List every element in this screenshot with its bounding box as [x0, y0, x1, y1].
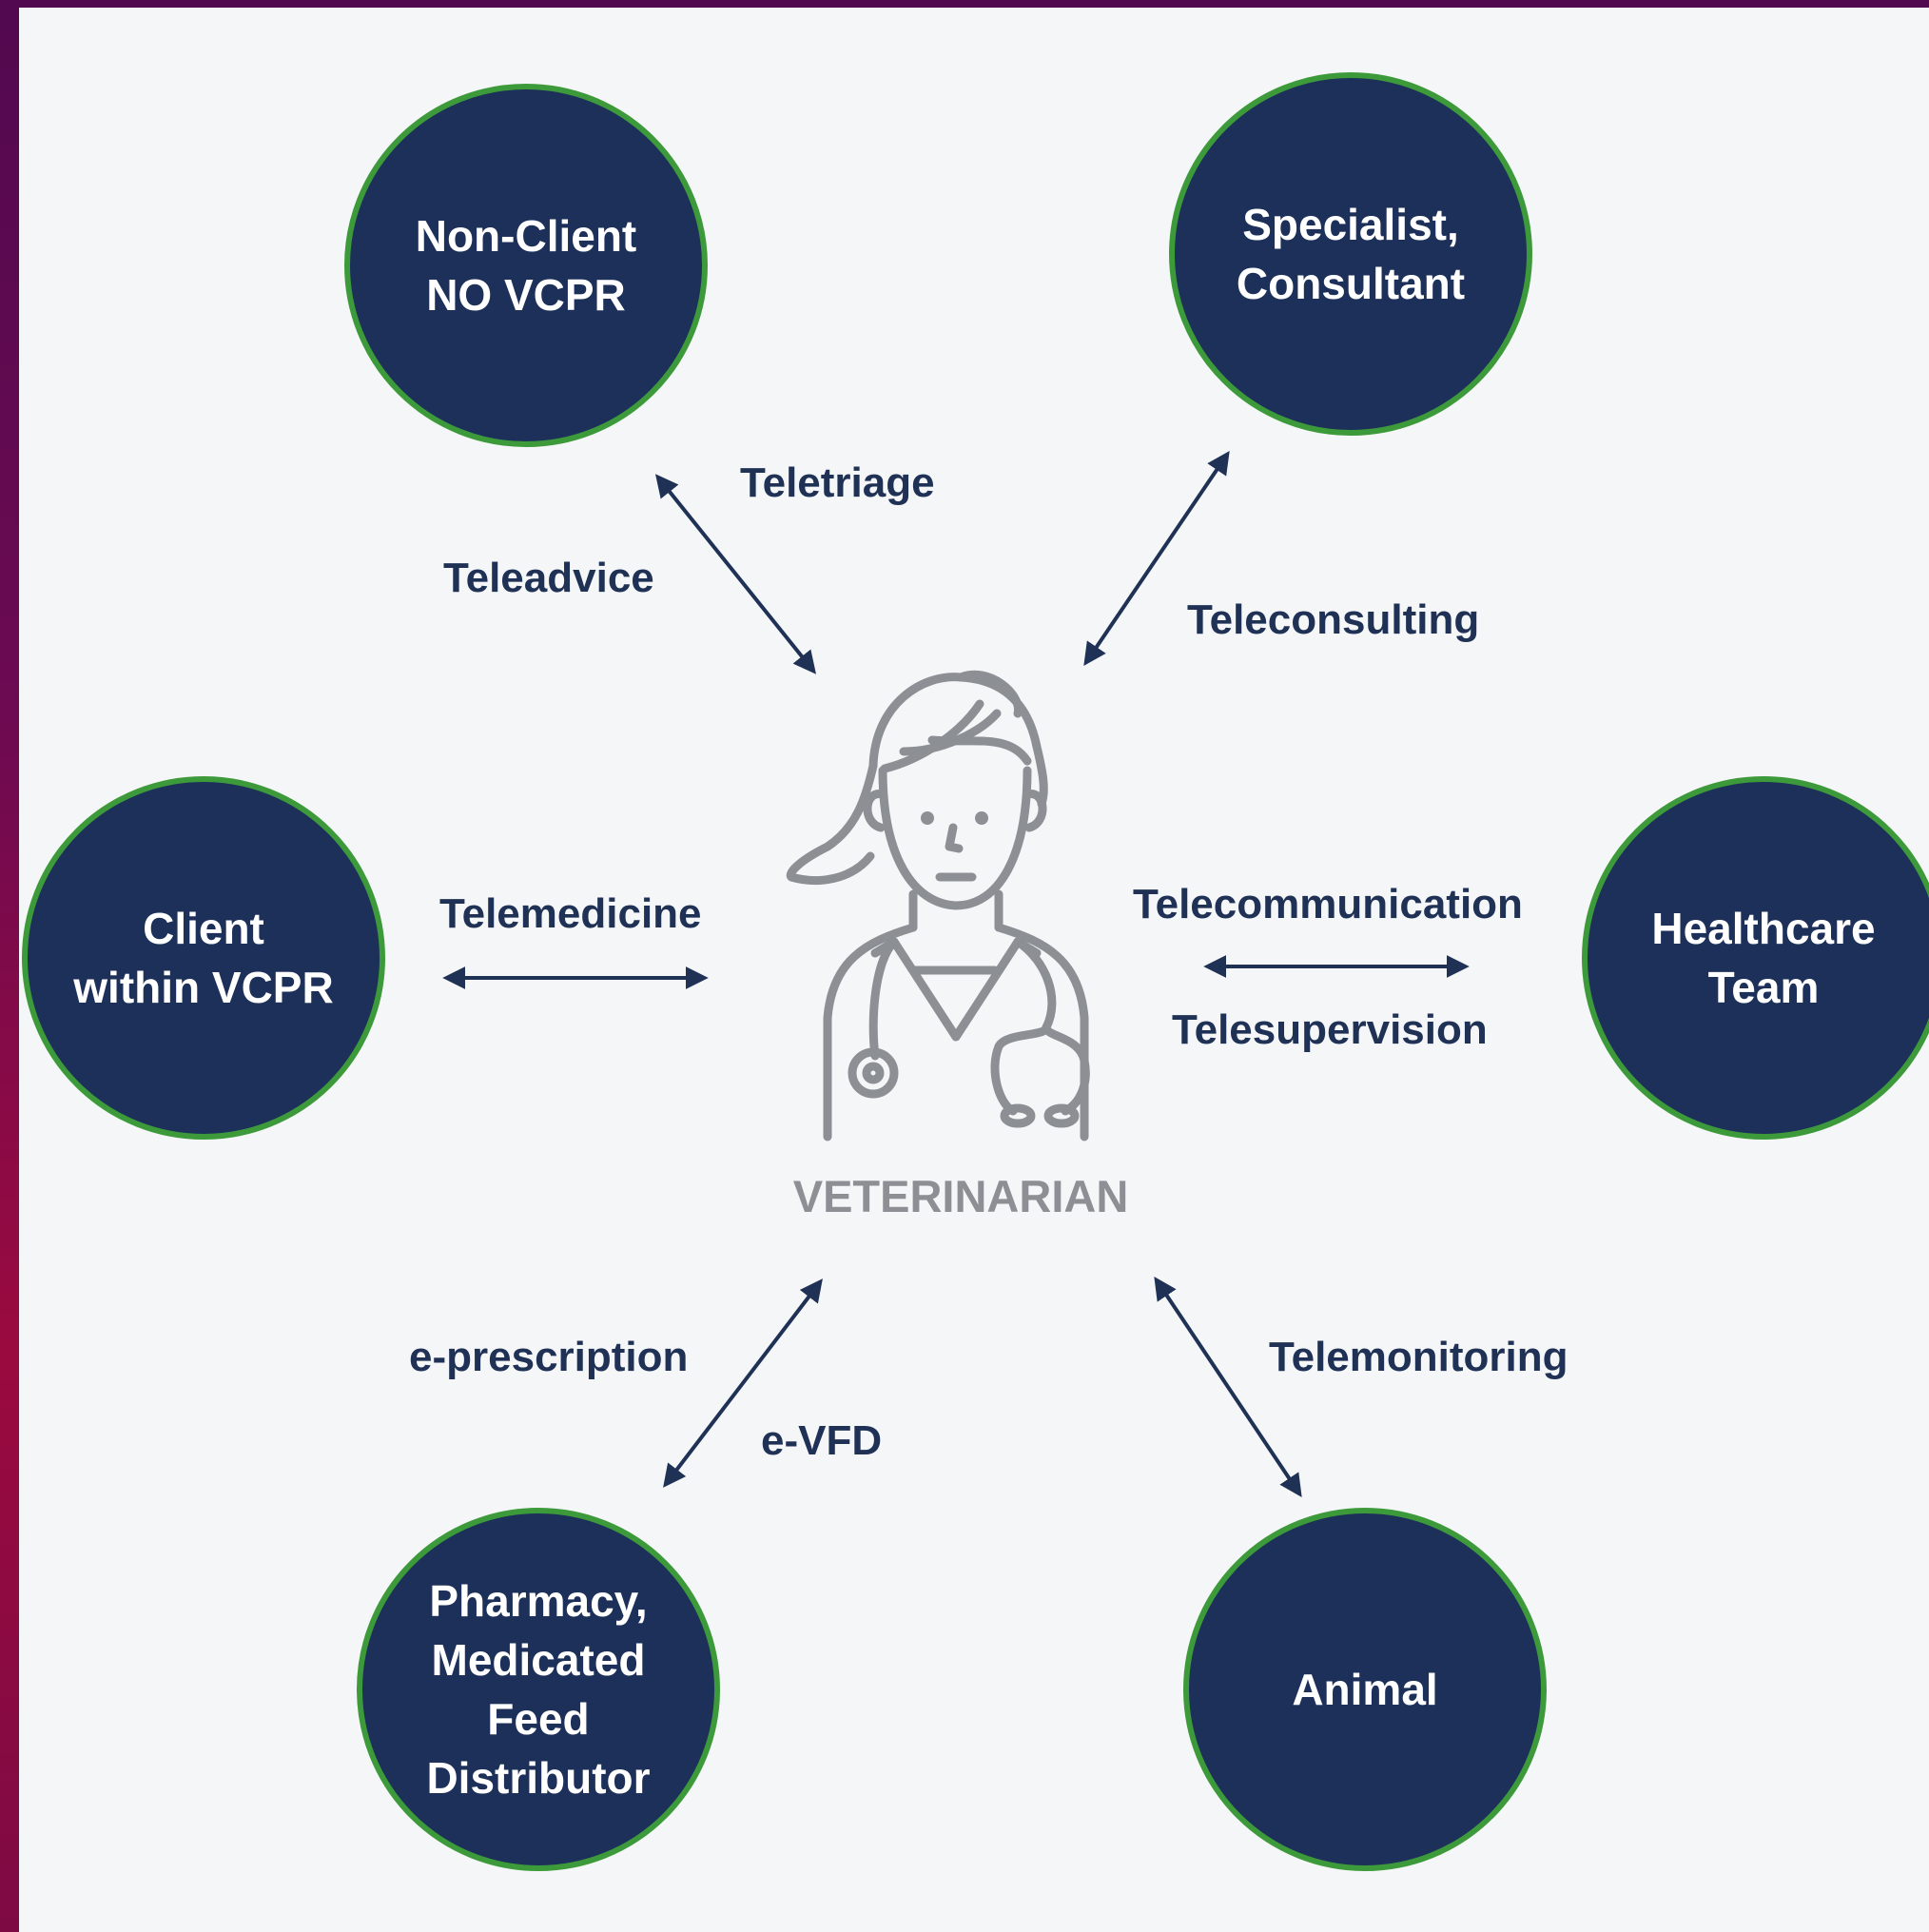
node-client: Client within VCPR: [22, 776, 385, 1140]
node-non-client: Non-Client NO VCPR: [344, 84, 708, 447]
node-pharmacy: Pharmacy, Medicated Feed Distributor: [357, 1508, 720, 1871]
label-telesupervision: Telesupervision: [1172, 1006, 1488, 1053]
label-teletriage: Teletriage: [740, 459, 935, 506]
label-eprescription: e-prescription: [409, 1334, 689, 1380]
label-teleadvice: Teleadvice: [443, 555, 654, 601]
veterinarian-label: VETERINARIAN: [792, 1171, 1129, 1221]
node-healthcare: Healthcare Team: [1582, 776, 1929, 1140]
label-telemedicine: Telemedicine: [439, 890, 702, 937]
node-healthcare-label: Healthcare Team: [1651, 904, 1876, 1012]
arrow-pharmacy: [663, 1278, 823, 1488]
node-specialist-label: Specialist, Consultant: [1236, 200, 1466, 308]
arrow-specialist: [1083, 451, 1230, 666]
label-teleconsulting: Teleconsulting: [1187, 596, 1480, 643]
arrow-non-client: [654, 474, 817, 674]
node-animal: Animal: [1183, 1508, 1547, 1871]
node-client-label: Client within VCPR: [73, 904, 334, 1012]
label-telemonitoring: Telemonitoring: [1269, 1334, 1569, 1380]
veterinarian-icon: [786, 670, 1090, 1142]
node-non-client-label: Non-Client NO VCPR: [415, 211, 637, 320]
node-animal-label: Animal: [1292, 1665, 1438, 1714]
label-telecommunication: Telecommunication: [1133, 881, 1523, 927]
node-pharmacy-label: Pharmacy, Medicated Feed Distributor: [426, 1576, 651, 1803]
node-specialist: Specialist, Consultant: [1169, 72, 1532, 436]
arrow-animal: [1154, 1277, 1302, 1497]
label-evfd: e-VFD: [761, 1417, 883, 1464]
